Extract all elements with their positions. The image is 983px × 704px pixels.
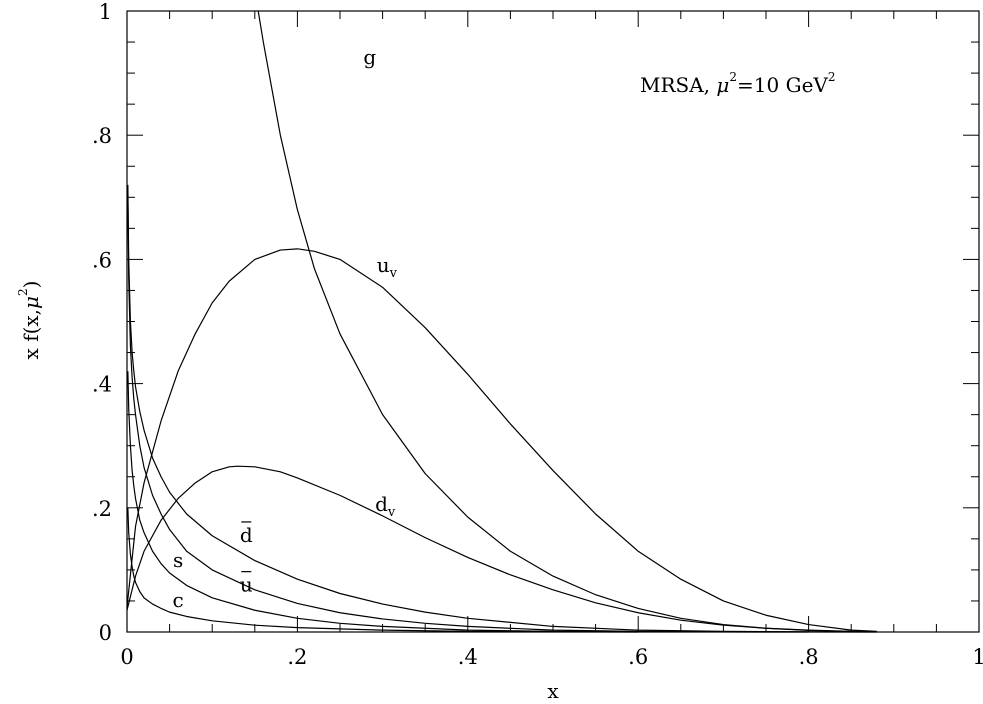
curve-u-v [126,248,877,632]
y-axis-label-sup: 2 [16,288,30,296]
curve-d-v [126,465,877,633]
y-tick-label: .4 [92,373,112,397]
curve-label: g [363,45,376,69]
y-tick-label: .2 [92,497,112,521]
curves [126,10,877,633]
curve-label: s [173,548,183,572]
y-axis-label-close: ) [19,281,43,289]
annotation-mid: =10 GeV [737,73,828,97]
x-tick-label: 0 [120,645,133,669]
y-axis-label-mu: μ [19,296,43,309]
annotation-gev-sup: 2 [828,70,836,84]
x-tick-label: .4 [458,645,478,669]
curve-c [127,507,639,633]
curve-label: c [173,588,184,612]
curve-s [127,371,809,633]
annotation-mu-sup: 2 [729,70,737,84]
x-tick-label: 1 [972,645,983,669]
curve-u-bar [127,197,877,633]
axis-tick-labels: 0 .2 .4 .6 .8 1 0 .2 .4 .6 .8 1 [92,0,983,669]
curve-label: d [240,523,253,547]
y-tick-label: 1 [99,0,112,24]
x-axis-label: x [547,679,559,703]
curve-label: dv [375,492,396,520]
y-tick-label: .8 [92,124,112,148]
y-axis-label: x f(x,μ2) [16,281,43,360]
curve-d-bar [127,184,877,633]
x-tick-label: .2 [287,645,307,669]
annotation-mu: μ [716,73,729,97]
curve-label: u [240,573,253,597]
curve-labels: g uv dv d u sc [173,45,398,612]
annotation: MRSA, μ2=10 GeV2 [640,70,836,97]
axis-ticks [126,10,980,633]
x-tick-label: .6 [628,645,648,669]
plot-frame [126,10,980,633]
y-tick-label: .6 [92,248,112,272]
curve-label: uv [377,253,398,281]
x-tick-label: .8 [799,645,819,669]
y-tick-label: 0 [99,621,112,645]
curve-g [257,10,877,633]
